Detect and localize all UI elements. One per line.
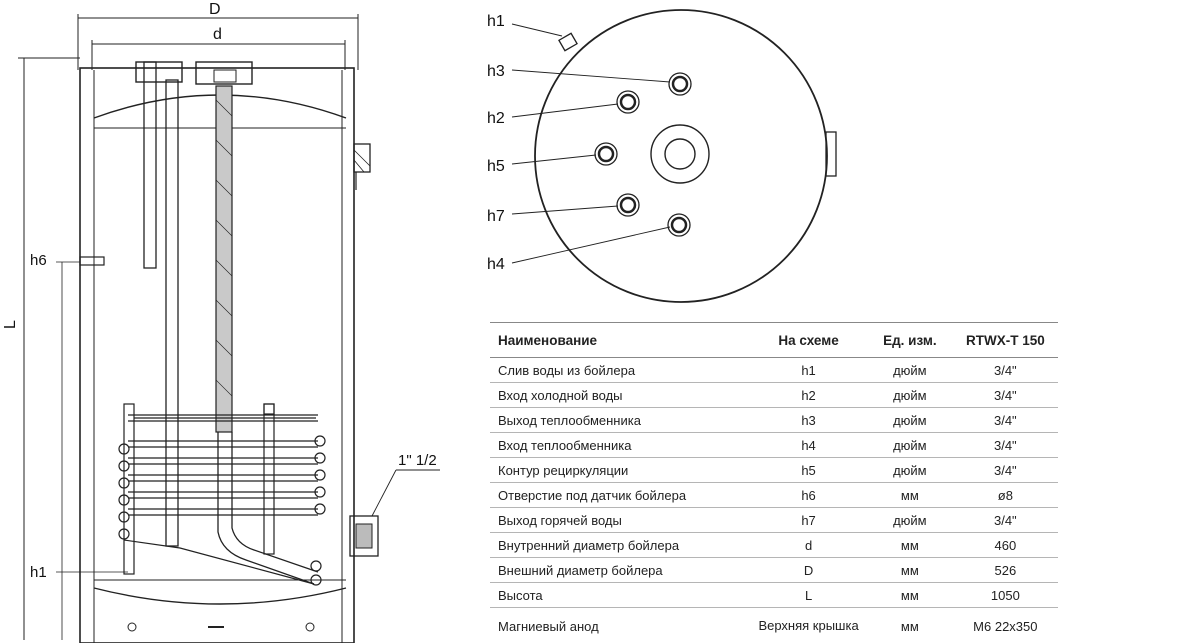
cell-scheme: h3 xyxy=(750,408,867,433)
thread-size-label: 1" 1/2 xyxy=(398,452,437,469)
cell-name: Контур рециркуляции xyxy=(490,458,750,483)
cell-scheme: h2 xyxy=(750,383,867,408)
top-h5-label: h5 xyxy=(487,158,505,175)
cell-value: 3/4" xyxy=(953,458,1058,483)
dim-D-label: D xyxy=(209,1,221,18)
cell-value: 526 xyxy=(953,558,1058,583)
spec-header-row: Наименование На схеме Ед. изм. RTWX-T 15… xyxy=(490,323,1058,358)
cell-scheme: h7 xyxy=(750,508,867,533)
cell-value: 3/4" xyxy=(953,358,1058,383)
port-h4 xyxy=(668,214,690,236)
cell-unit: дюйм xyxy=(867,508,953,533)
top-view: h1 h3 h2 h5 h7 h4 xyxy=(487,10,836,302)
top-h3-label: h3 xyxy=(487,63,505,80)
cell-name: Отверстие под датчик бойлера xyxy=(490,483,750,508)
cell-value: 3/4" xyxy=(953,433,1058,458)
cell-value: 3/4" xyxy=(953,408,1058,433)
col-unit-header: Ед. изм. xyxy=(867,323,953,358)
cell-scheme: h5 xyxy=(750,458,867,483)
cell-value: 1050 xyxy=(953,583,1058,608)
col-name-header: Наименование xyxy=(490,323,750,358)
cell-name: Слив воды из бойлера xyxy=(490,358,750,383)
cell-name: Выход горячей воды xyxy=(490,508,750,533)
cell-name: Внешний диаметр бойлера xyxy=(490,558,750,583)
cell-unit: дюйм xyxy=(867,458,953,483)
top-h1-label: h1 xyxy=(487,13,505,30)
side-view: D d L h6 h1 xyxy=(2,1,440,643)
dim-L-label: L xyxy=(2,320,19,329)
cell-scheme: D xyxy=(750,558,867,583)
col-model-header: RTWX-T 150 xyxy=(953,323,1058,358)
cell-name: Вход теплообменника xyxy=(490,433,750,458)
cell-unit: мм xyxy=(867,483,953,508)
cell-value: M6 22x350 xyxy=(953,608,1058,644)
h1-side-label: h1 xyxy=(30,564,47,581)
cell-name: Магниевый анод xyxy=(490,608,750,644)
anode-opening xyxy=(651,125,709,183)
cell-unit: мм xyxy=(867,533,953,558)
top-h2-label: h2 xyxy=(487,110,505,127)
cell-scheme: L xyxy=(750,583,867,608)
cell-scheme: h4 xyxy=(750,433,867,458)
cell-name: Вход холодной воды xyxy=(490,383,750,408)
cell-name: Внутренний диаметр бойлера xyxy=(490,533,750,558)
col-scheme-header: На схеме xyxy=(750,323,867,358)
cell-value: ø8 xyxy=(953,483,1058,508)
top-h7-label: h7 xyxy=(487,208,505,225)
cell-unit: дюйм xyxy=(867,433,953,458)
cell-value: 460 xyxy=(953,533,1058,558)
cell-name: Высота xyxy=(490,583,750,608)
spec-table: Наименование На схеме Ед. изм. RTWX-T 15… xyxy=(490,322,1058,644)
cell-unit: дюйм xyxy=(867,408,953,433)
cell-scheme: h6 xyxy=(750,483,867,508)
cell-unit: мм xyxy=(867,583,953,608)
port-h3 xyxy=(669,73,691,95)
port-h5 xyxy=(595,143,617,165)
cell-unit: дюйм xyxy=(867,358,953,383)
cell-value: 3/4" xyxy=(953,383,1058,408)
dim-d-label: d xyxy=(213,26,222,43)
cell-name: Выход теплообменника xyxy=(490,408,750,433)
cell-value: 3/4" xyxy=(953,508,1058,533)
cell-unit: мм xyxy=(867,608,953,644)
cell-scheme: d xyxy=(750,533,867,558)
cell-unit: мм xyxy=(867,558,953,583)
port-h7 xyxy=(617,194,639,216)
port-h2 xyxy=(617,91,639,113)
cell-scheme: Верхняя крышка xyxy=(750,608,867,644)
cell-scheme: h1 xyxy=(750,358,867,383)
top-h4-label: h4 xyxy=(487,256,505,273)
tank-outline xyxy=(535,10,827,302)
h6-side-label: h6 xyxy=(30,252,47,269)
cell-unit: дюйм xyxy=(867,383,953,408)
